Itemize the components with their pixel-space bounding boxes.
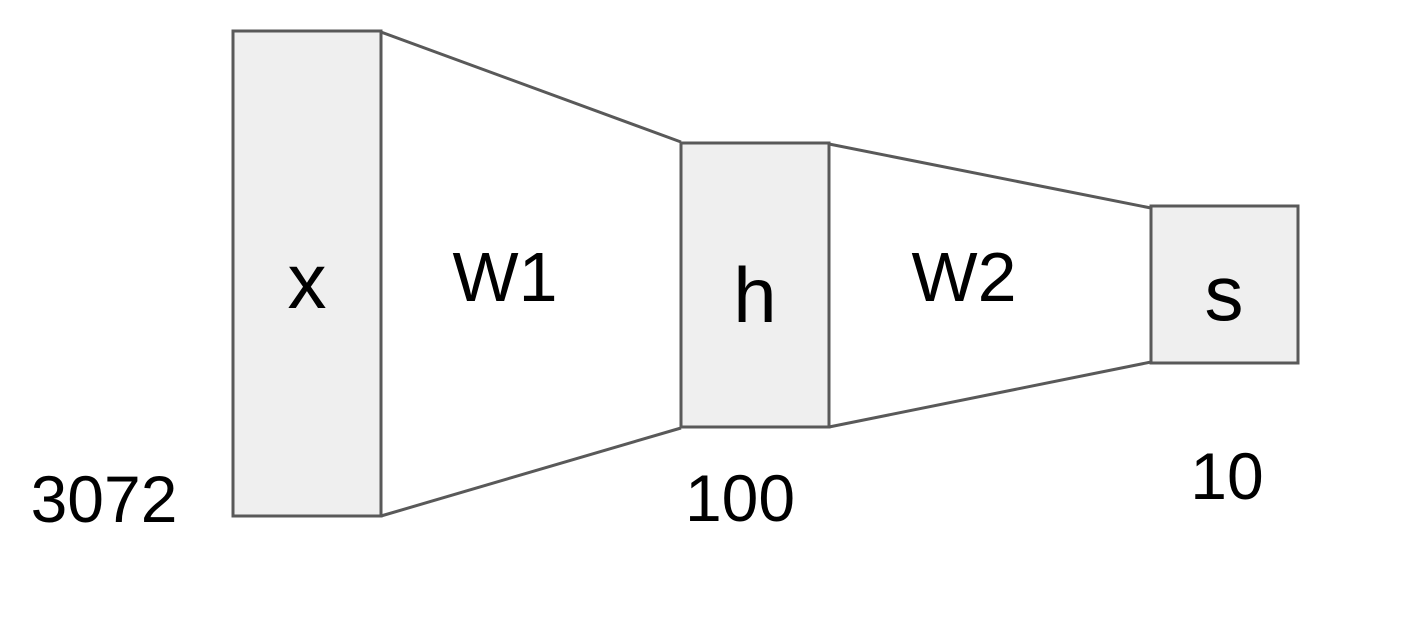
- output-layer-box: [1149, 204, 1300, 365]
- connector-hidden-output-bottom: [828, 360, 1152, 429]
- connector-hidden-output-top: [828, 142, 1152, 210]
- hidden-layer-size: 100: [685, 461, 795, 535]
- connector-input-hidden-bottom: [380, 426, 682, 518]
- hidden-layer-box: [679, 141, 831, 429]
- weight-label-w2: W2: [912, 238, 1017, 316]
- weight-label-w1: W1: [453, 238, 558, 316]
- input-layer-symbol: x: [288, 237, 327, 325]
- output-layer-symbol: s: [1205, 249, 1244, 337]
- input-layer-box: [231, 29, 383, 518]
- input-layer-size: 3072: [31, 462, 178, 536]
- connector-input-hidden-top: [380, 30, 682, 144]
- output-layer-size: 10: [1190, 439, 1263, 513]
- hidden-layer-symbol: h: [733, 251, 776, 339]
